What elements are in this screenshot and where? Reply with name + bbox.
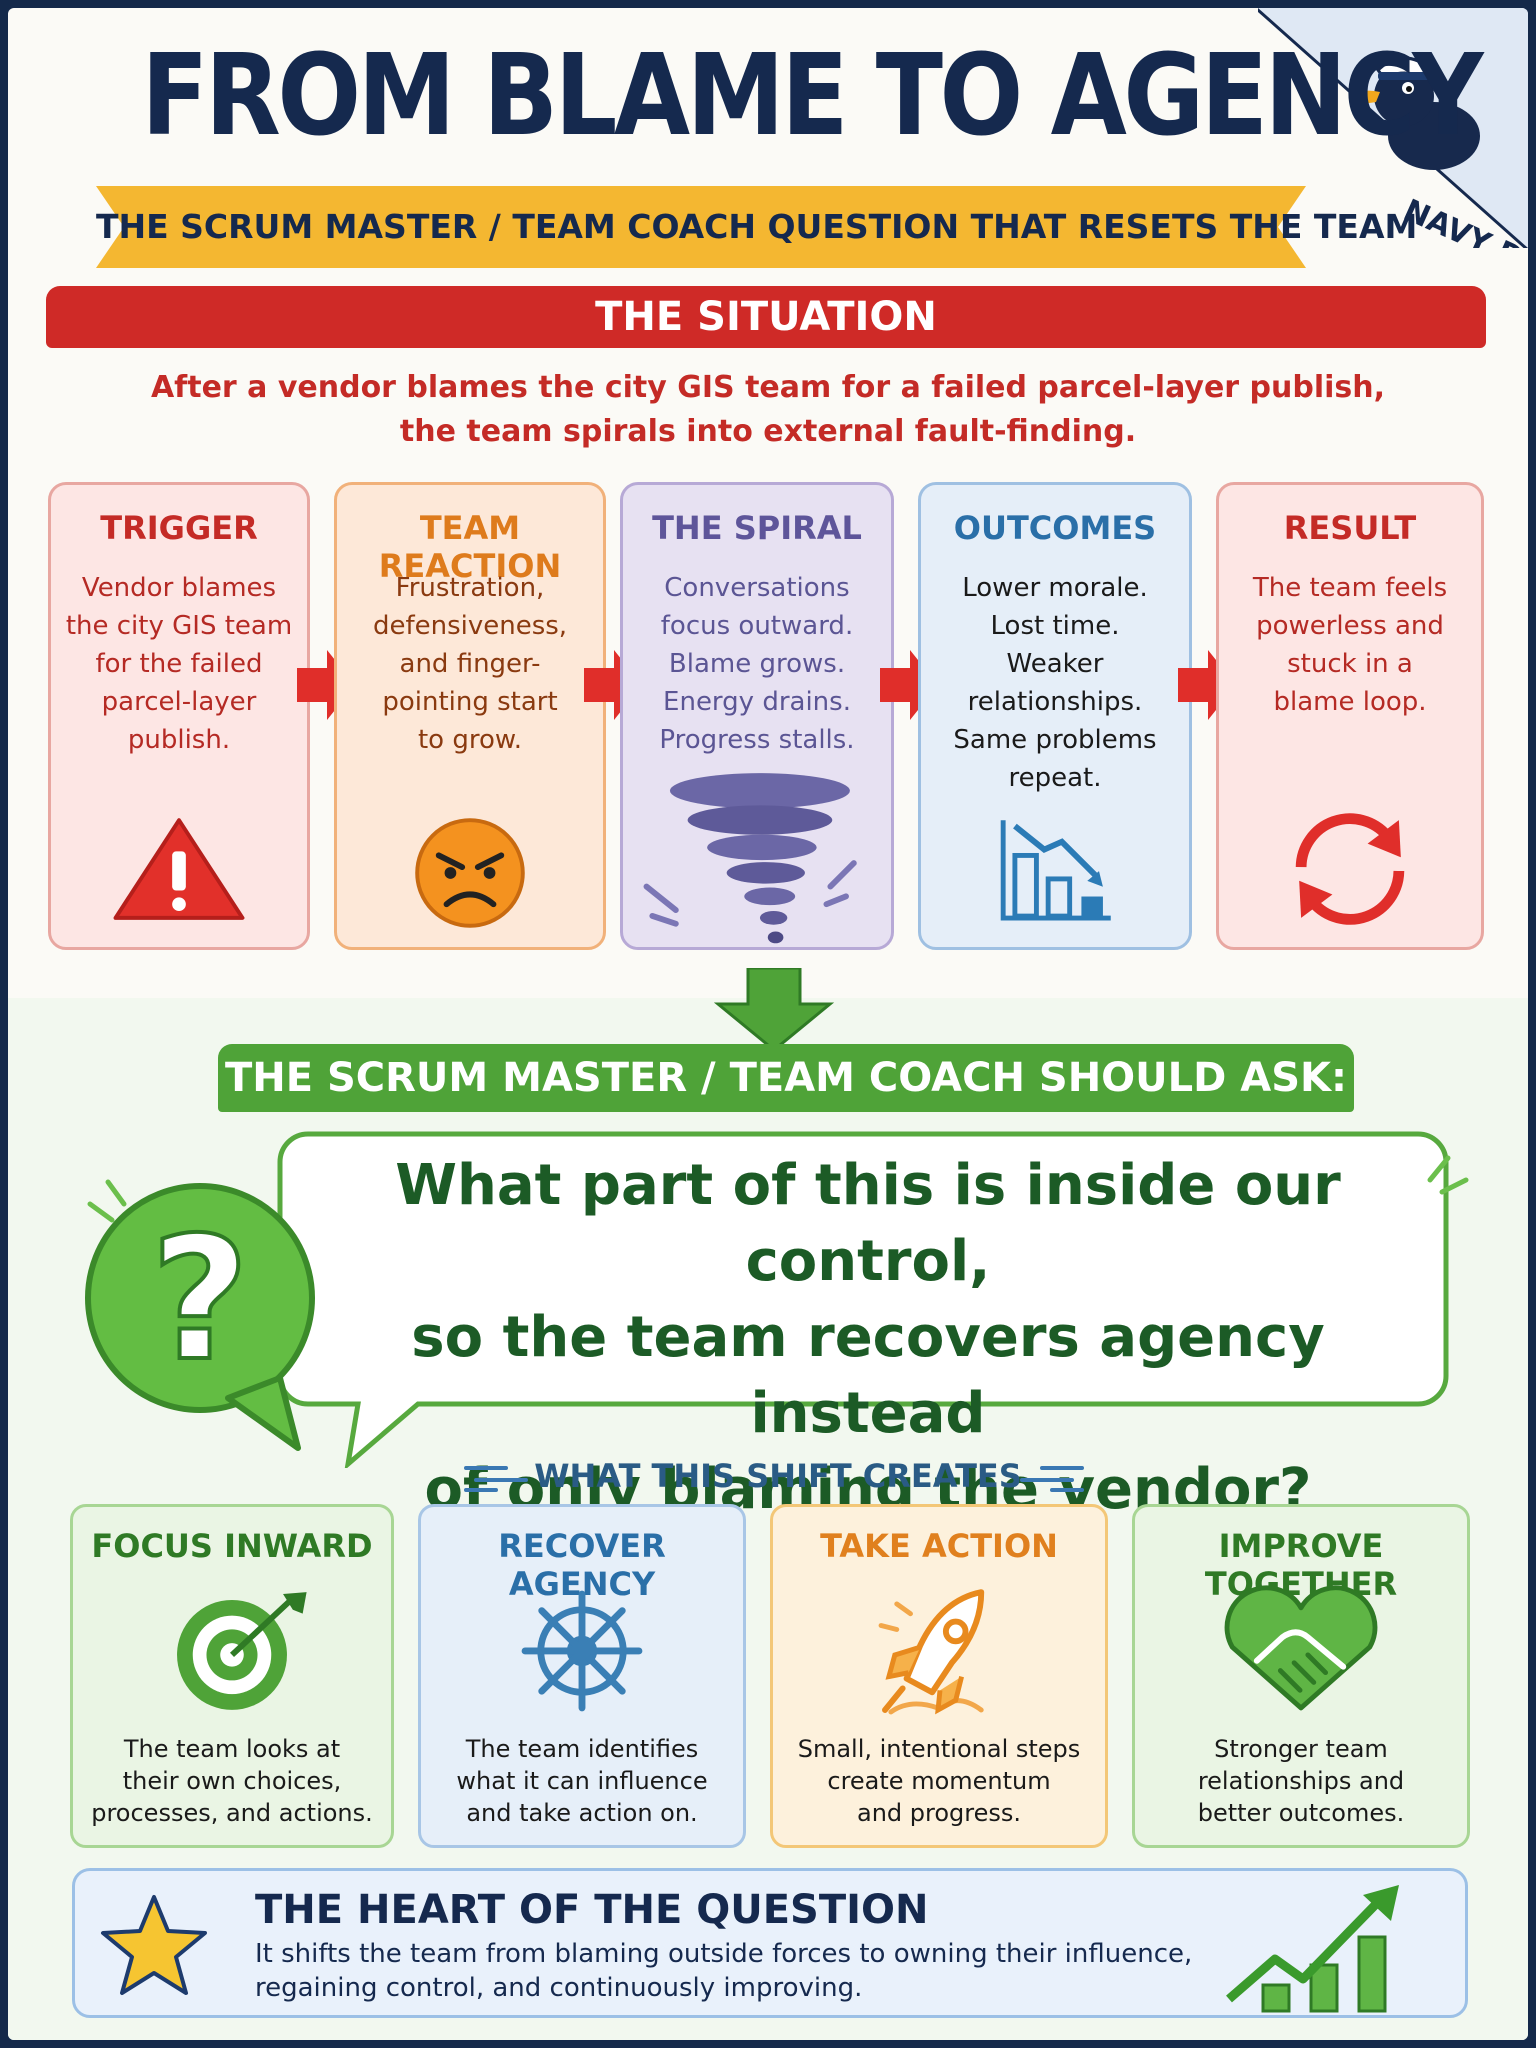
shift-heading-decoration-left [464,1466,528,1492]
benefit-card-focus-inward: FOCUS INWARD The team looks at their own… [70,1504,394,1848]
question-mark-icon: ? [85,1183,315,1451]
benefit-card-recover-agency: RECOVER AGENCY The team identifies what … [418,1504,746,1848]
card-title: TRIGGER [100,509,258,547]
duck-icon [1350,56,1480,170]
subtitle: THE SCRUM MASTER / TEAM COACH QUESTION T… [96,207,1418,246]
growth-chart-icon [1226,1885,1399,2013]
benefit-card-take-action: TAKE ACTION Small, intentional steps cre… [770,1504,1108,1848]
flow-card-result: RESULT The team feels powerless and stuc… [1216,482,1484,950]
card-body: Conversations focus outward. Blame grows… [659,573,855,755]
question-bubble: ? [85,1131,1469,1468]
flow-card-trigger: TRIGGER Vendor blames the city GIS team … [48,482,310,950]
down-arrow-icon [714,968,834,1052]
heart-body: It shifts the team from blaming outside … [255,1939,1193,2003]
flow-card-team-reaction: TEAM REACTION Frustration, defensiveness… [334,482,606,950]
page-title: FROM BLAME TO AGENCY [141,31,1483,161]
subtitle-ribbon [96,186,1306,268]
flow-card-outcomes: OUTCOMES Lower morale. Lost time. Weaker… [918,482,1192,950]
ship-wheel-icon [521,1590,643,1712]
card-body: Frustration, defensiveness, and finger- … [372,573,568,755]
shift-heading-decoration-right [1020,1466,1084,1492]
benefit-body: The team looks at their own choices, pro… [91,1735,373,1827]
situation-heading: THE SITUATION [46,286,1486,348]
heart-of-question-box: THE HEART OF THE QUESTION It shifts the … [72,1868,1468,2018]
benefit-title: TAKE ACTION [820,1527,1058,1565]
card-title: TEAM REACTION [378,509,562,585]
star-icon [101,1895,207,1995]
coach-question: What part of this is inside our control,… [395,1153,1341,1522]
target-icon [177,1592,307,1710]
warning-icon [113,818,245,920]
infographic-page: NAVY DUCK FROM BLAME TO AGENCY THE SCRUM… [8,8,1528,2040]
card-body: The team feels powerless and stuck in a … [1252,573,1448,717]
benefit-body: Small, intentional steps create momentum… [797,1735,1081,1827]
declining-chart-icon [1000,820,1111,921]
navy-duck-logo: NAVY DUCK [1258,8,1528,248]
shift-heading: WHAT THIS SHIFT CREATES [534,1457,1022,1495]
tornado-icon [643,773,857,944]
situation-description: After a vendor blames the city GIS team … [150,370,1386,449]
angry-face-icon [415,818,525,928]
benefit-title: FOCUS INWARD [91,1527,373,1565]
card-title: OUTCOMES [953,509,1157,547]
ask-heading: THE SCRUM MASTER / TEAM COACH SHOULD ASK… [218,1044,1354,1112]
card-title: RESULT [1283,509,1417,547]
card-body: Vendor blames the city GIS team for the … [65,573,293,755]
loop-arrows-icon [1295,813,1405,925]
benefit-body: Stronger team relationships and better o… [1197,1735,1405,1827]
svg-text:?: ? [151,1201,250,1399]
card-body: Lower morale. Lost time. Weaker relation… [953,573,1157,793]
benefit-card-improve-together: IMPROVE TOGETHER Stronger team relations… [1132,1504,1470,1848]
heart-title: THE HEART OF THE QUESTION [255,1887,929,1933]
benefit-title: IMPROVE TOGETHER [1204,1527,1398,1603]
flow-card-the-spiral: THE SPIRAL Conversations focus outward. … [620,482,894,950]
rocket-icon [878,1589,985,1715]
benefit-body: The team identifies what it can influenc… [456,1735,708,1827]
card-title: THE SPIRAL [652,509,862,547]
heart-handshake-icon [1224,1585,1378,1711]
